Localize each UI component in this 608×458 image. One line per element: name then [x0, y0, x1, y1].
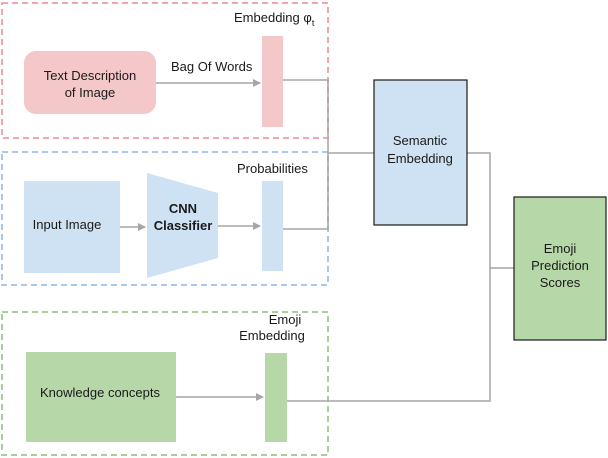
- knowledge-concepts-label: Knowledge concepts: [40, 385, 160, 400]
- text-description-label-line2: of Image: [65, 85, 116, 100]
- connector-emoji-to-prediction: [287, 268, 491, 402]
- connector-semantic-to-prediction: [467, 152, 514, 269]
- text-description-node: [24, 51, 156, 114]
- cnn-classifier-label-line1: CNN: [169, 201, 197, 216]
- connector-bow-to-semantic: [283, 79, 374, 154]
- connector-prob-to-semantic: [283, 153, 329, 230]
- emoji-prediction-label-line1: Emoji: [544, 241, 577, 256]
- knowledge-concepts-node: [26, 352, 176, 442]
- probabilities-group-title: Probabilities: [237, 161, 308, 176]
- semantic-embedding-label-line2: Embedding: [387, 151, 453, 166]
- input-image-label: Input Image: [33, 217, 102, 232]
- emoji-group-title-line2: Embedding: [239, 328, 305, 343]
- text-description-label-line1: Text Description: [44, 68, 136, 83]
- emoji-group-title-line1: Emoji: [269, 312, 302, 327]
- semantic-embedding-border: [373, 79, 468, 226]
- emoji-prediction-label-line2: Prediction: [531, 258, 589, 273]
- bag-of-words-label: Bag Of Words: [171, 59, 253, 74]
- embedding-group-subscript: t: [312, 18, 315, 28]
- embedding-group-title: Embedding φt: [234, 10, 315, 28]
- embedding-group-frame: [1, 2, 329, 139]
- cnn-classifier-label-line2: Classifier: [154, 218, 213, 233]
- emoji-embedding-vector: [265, 353, 287, 442]
- input-image-node: [24, 181, 120, 273]
- emoji-prediction-label-line3: Scores: [540, 275, 581, 290]
- semantic-embedding-node: [374, 80, 467, 225]
- emoji-group-frame: [1, 311, 329, 456]
- semantic-embedding-label-line1: Semantic: [393, 133, 448, 148]
- probabilities-vector: [262, 181, 283, 271]
- emoji-prediction-border: [513, 196, 607, 341]
- bag-of-words-vector: [262, 36, 283, 127]
- emoji-prediction-node: [514, 197, 606, 340]
- cnn-classifier-node: [147, 173, 218, 278]
